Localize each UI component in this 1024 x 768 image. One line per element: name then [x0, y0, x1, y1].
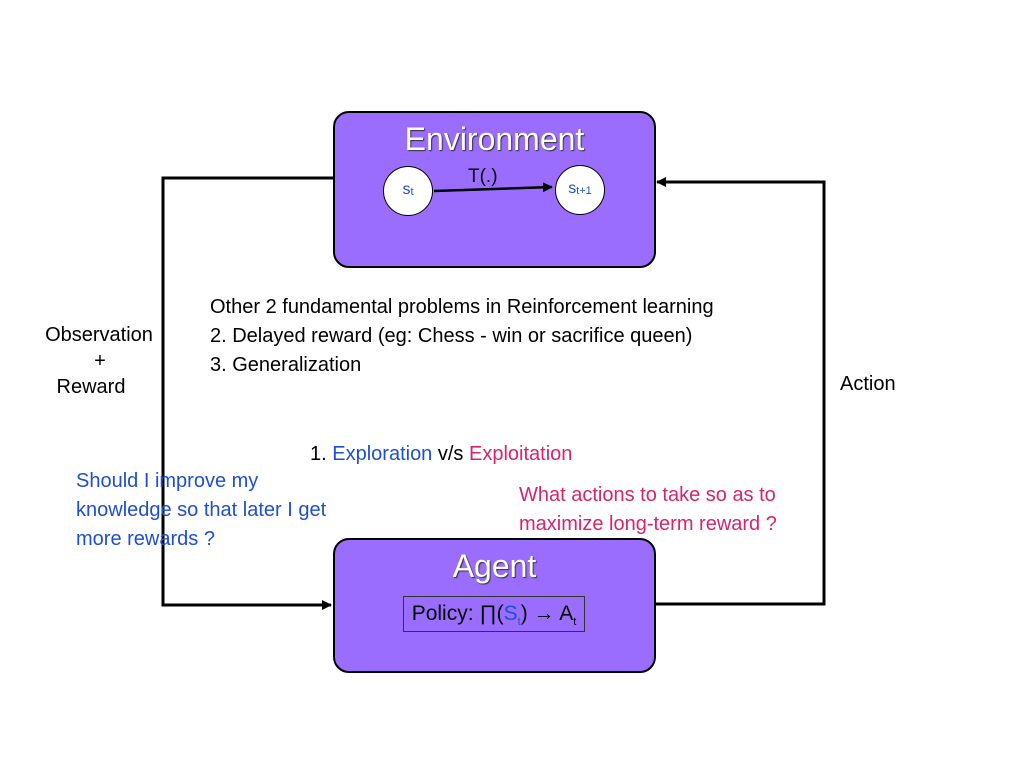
state-current-base: s [402, 181, 411, 198]
exploration-note-line-3: more rewards ? [76, 528, 215, 550]
policy-prefix: Policy: [411, 602, 480, 625]
policy-symbol: ∏( [479, 602, 504, 625]
action-label: Action [840, 373, 896, 395]
plus-label: + [94, 350, 106, 372]
policy-box: Policy: ∏(St) → At [403, 596, 585, 632]
observation-reward-path [161, 176, 333, 610]
vs-label: v/s [432, 443, 469, 465]
dilemma-prefix: 1. [310, 443, 333, 465]
policy-action-sub: t [573, 616, 577, 629]
exploitation-note: What actions to take so as to maximize l… [519, 481, 777, 539]
exploration-note-line-2: knowledge so that later I get [76, 499, 327, 521]
exploration-label: Exploration [332, 443, 433, 465]
exploitation-label: Exploitation [468, 443, 573, 465]
action-path [656, 177, 826, 606]
problems-line-2: 2. Delayed reward (eg: Chess - win or sa… [210, 325, 693, 347]
environment-title: Environment [404, 121, 585, 157]
state-next-sub: t+1 [576, 185, 592, 197]
state-next-node: st+1 [555, 165, 605, 215]
state-current-sub: t [410, 186, 414, 198]
transition-label: T(.) [468, 166, 498, 187]
policy-state: S [503, 602, 518, 625]
observation-label: Observation [45, 324, 153, 346]
exploration-note-line-1: Should I improve my [76, 470, 259, 492]
policy-state-sub: t [517, 616, 521, 629]
dilemma-line: 1. Exploration v/s Exploitation [310, 443, 572, 466]
reward-label: Reward [56, 376, 126, 398]
exploration-note: Should I improve my knowledge so that la… [76, 467, 326, 554]
problems-line-3: 3. Generalization [210, 354, 362, 376]
problems-line-1: Other 2 fundamental problems in Reinforc… [210, 296, 714, 318]
state-current-node: st [383, 166, 433, 216]
exploitation-note-line-1: What actions to take so as to [519, 484, 776, 506]
policy-suffix: ) → A [520, 602, 574, 625]
agent-box: Agent [333, 538, 656, 673]
state-next-base: s [568, 180, 577, 197]
problems-text: Other 2 fundamental problems in Reinforc… [210, 293, 714, 380]
exploitation-note-line-2: maximize long-term reward ? [519, 513, 777, 535]
agent-title: Agent [452, 548, 537, 584]
observation-reward-label: Observation + Reward [36, 322, 164, 400]
